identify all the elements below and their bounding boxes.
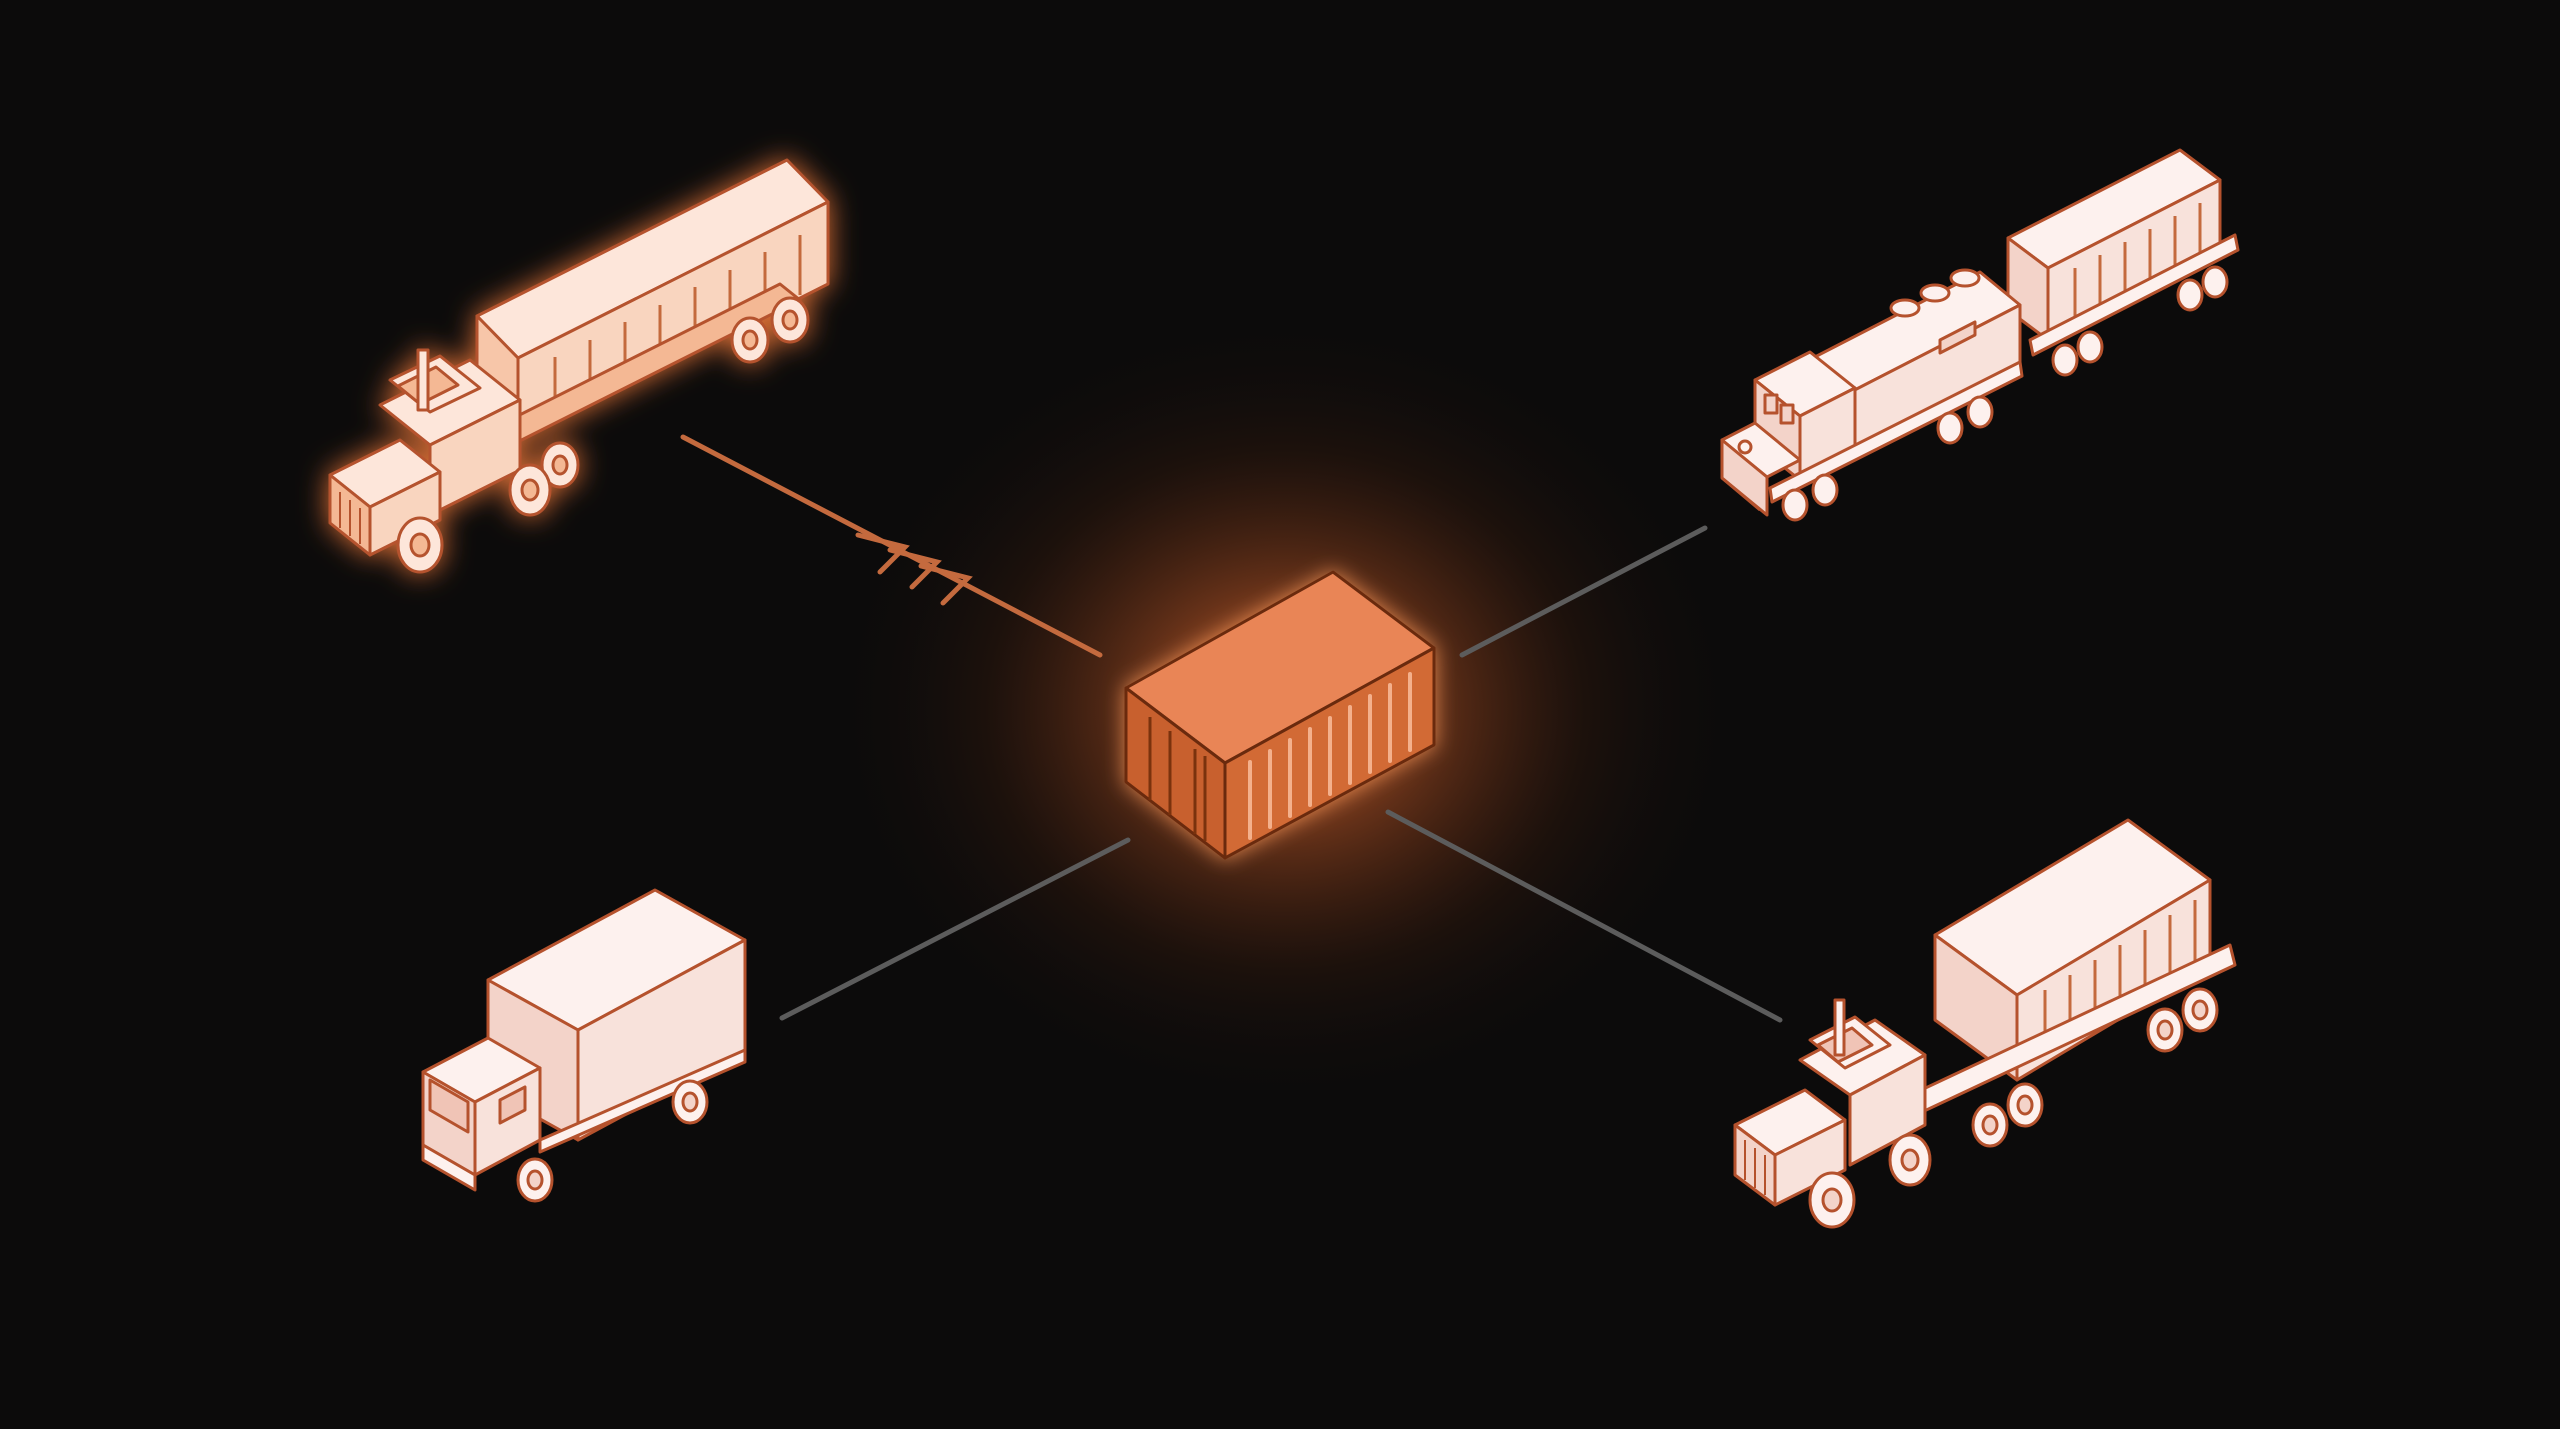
connector-truck-to-hub (680, 434, 1103, 658)
connector-hub-to-box-truck (779, 837, 1131, 1021)
connector-hub-to-train (1459, 525, 1708, 658)
semi-truck-icon (328, 158, 830, 574)
shipping-container-icon (1124, 570, 1436, 860)
container-truck-icon (1733, 818, 2237, 1229)
chevron-arrow-icon (887, 547, 942, 590)
chevron-arrow-icon (855, 532, 910, 575)
connector-hub-to-container-truck (1385, 809, 1783, 1023)
chevron-arrow-icon (918, 563, 973, 606)
locomotive-icon (1720, 148, 2240, 522)
box-truck-icon (421, 888, 747, 1203)
